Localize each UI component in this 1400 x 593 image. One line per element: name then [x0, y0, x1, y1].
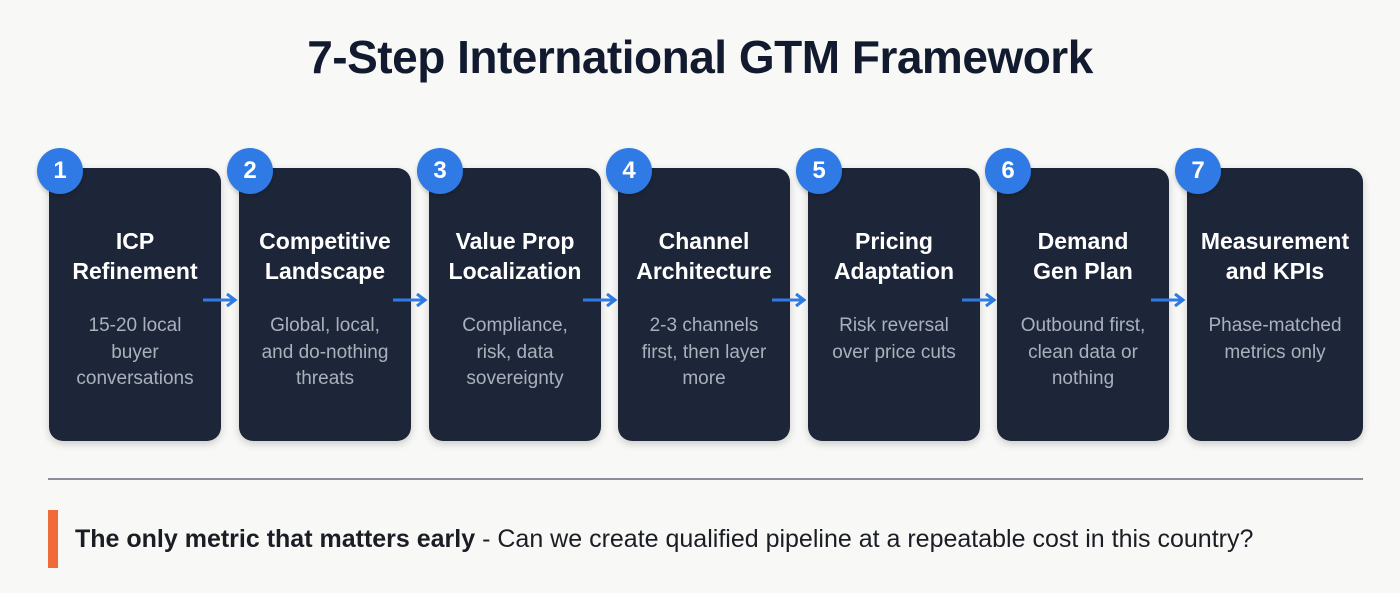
arrow-right-icon	[393, 292, 428, 308]
step-number-badge: 6	[985, 148, 1031, 194]
arrow-right-icon	[583, 292, 618, 308]
step-number-badge: 5	[796, 148, 842, 194]
accent-bar	[48, 510, 58, 568]
key-metric-callout: The only metric that matters early - Can…	[48, 510, 1253, 568]
arrow-right-icon	[962, 292, 997, 308]
callout-text: The only metric that matters early - Can…	[75, 524, 1254, 553]
page-title: 7-Step International GTM Framework	[307, 31, 1093, 83]
arrow-right-icon	[1151, 292, 1186, 308]
divider	[48, 478, 1363, 480]
step-number-badge: 7	[1175, 148, 1221, 194]
step-number-badge: 3	[417, 148, 463, 194]
arrow-right-icon	[203, 292, 238, 308]
step-number-badge: 1	[37, 148, 83, 194]
callout-question: Can we create qualified pipeline at a re…	[497, 524, 1254, 553]
step-number-badge: 4	[606, 148, 652, 194]
arrow-right-icon	[772, 292, 807, 308]
callout-heading: The only metric that matters early	[75, 524, 476, 553]
step-number-badge: 2	[227, 148, 273, 194]
